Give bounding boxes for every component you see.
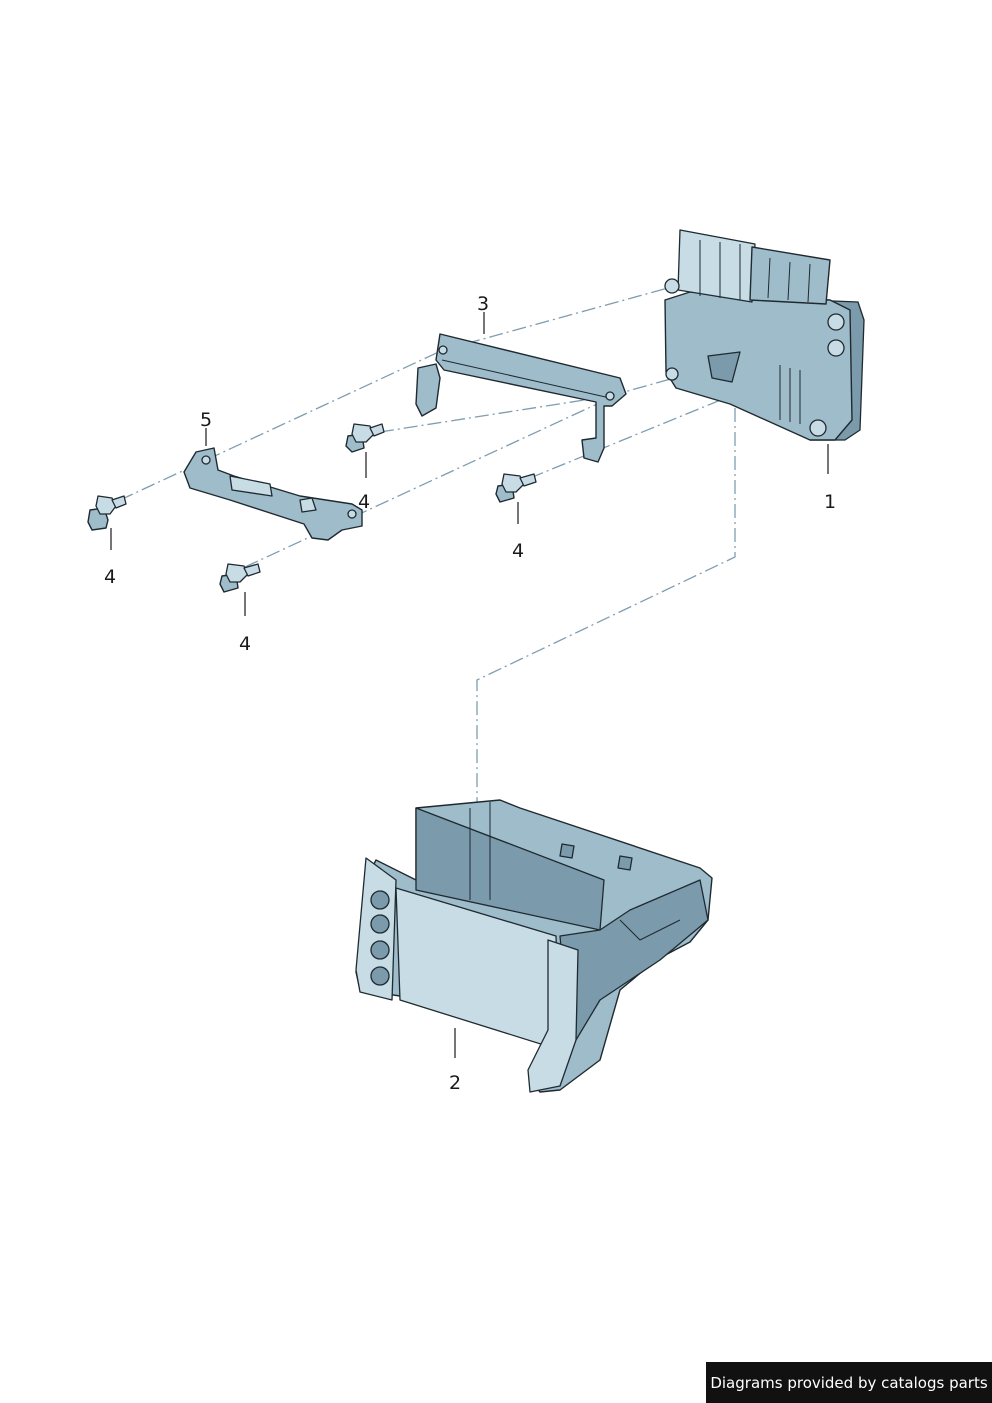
callout-4-bolt-lower: 4: [239, 633, 251, 655]
callout-5: 5: [200, 409, 212, 431]
part-4-bolt-right: [495, 473, 537, 503]
part-4-bolt-lower: [219, 563, 261, 593]
callout-4-bolt-center-left: 4: [358, 491, 370, 513]
part-4-bolt-center-left: [345, 423, 385, 453]
callout-2: 2: [449, 1072, 461, 1094]
callout-1: 1: [824, 491, 836, 513]
callout-4-bolt-left: 4: [104, 566, 116, 588]
leader-lines: [110, 312, 829, 1058]
part-2-tray: [355, 799, 713, 1093]
part-3-bracket: [415, 333, 627, 463]
part-4-bolt-left: [87, 495, 127, 531]
callout-4-bolt-right: 4: [512, 540, 524, 562]
part-5-bracket: [183, 447, 363, 541]
callout-3: 3: [477, 293, 489, 315]
part-1-control-unit: [664, 229, 865, 441]
credit-banner: Diagrams provided by catalogs parts: [706, 1362, 992, 1403]
